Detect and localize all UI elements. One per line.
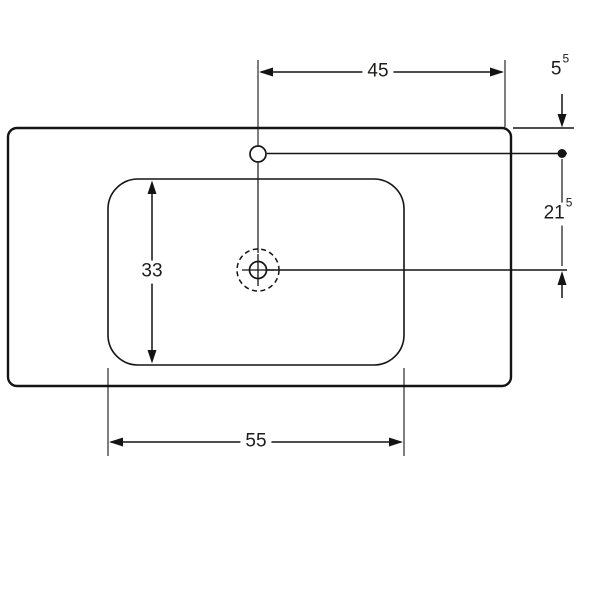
dimension-21-5 xyxy=(557,159,567,298)
arrowhead-up-icon xyxy=(147,180,157,194)
dimension-5-5 xyxy=(557,94,567,128)
arrowhead-right-icon xyxy=(490,67,504,77)
arrowhead-down-icon xyxy=(147,350,157,364)
dimension-label-21-5: 215 xyxy=(538,196,578,226)
dimension-label-55: 55 xyxy=(240,430,272,454)
reference-dot xyxy=(557,149,567,158)
dimension-label-5-5: 55 xyxy=(545,52,575,82)
arrowhead-right-icon xyxy=(389,437,403,447)
dimension-exponent: 5 xyxy=(565,195,573,210)
dimension-label-33: 33 xyxy=(136,260,168,284)
dimension-value: 21 xyxy=(543,202,565,224)
tap-hole-circle xyxy=(249,145,267,163)
arrowhead-down-icon xyxy=(557,114,567,128)
dimension-value: 5 xyxy=(550,58,562,80)
dimension-value: 33 xyxy=(141,260,163,282)
drain-dashed-circle xyxy=(236,248,280,292)
arrowhead-left-icon xyxy=(259,67,273,77)
drain-symbol xyxy=(236,248,280,292)
dimension-value: 55 xyxy=(245,430,267,452)
dimension-value: 45 xyxy=(367,60,389,82)
dimension-label-45: 45 xyxy=(362,60,394,84)
dimension-exponent: 5 xyxy=(562,51,570,66)
arrowhead-left-icon xyxy=(109,437,123,447)
arrowhead-up-icon xyxy=(557,271,567,285)
